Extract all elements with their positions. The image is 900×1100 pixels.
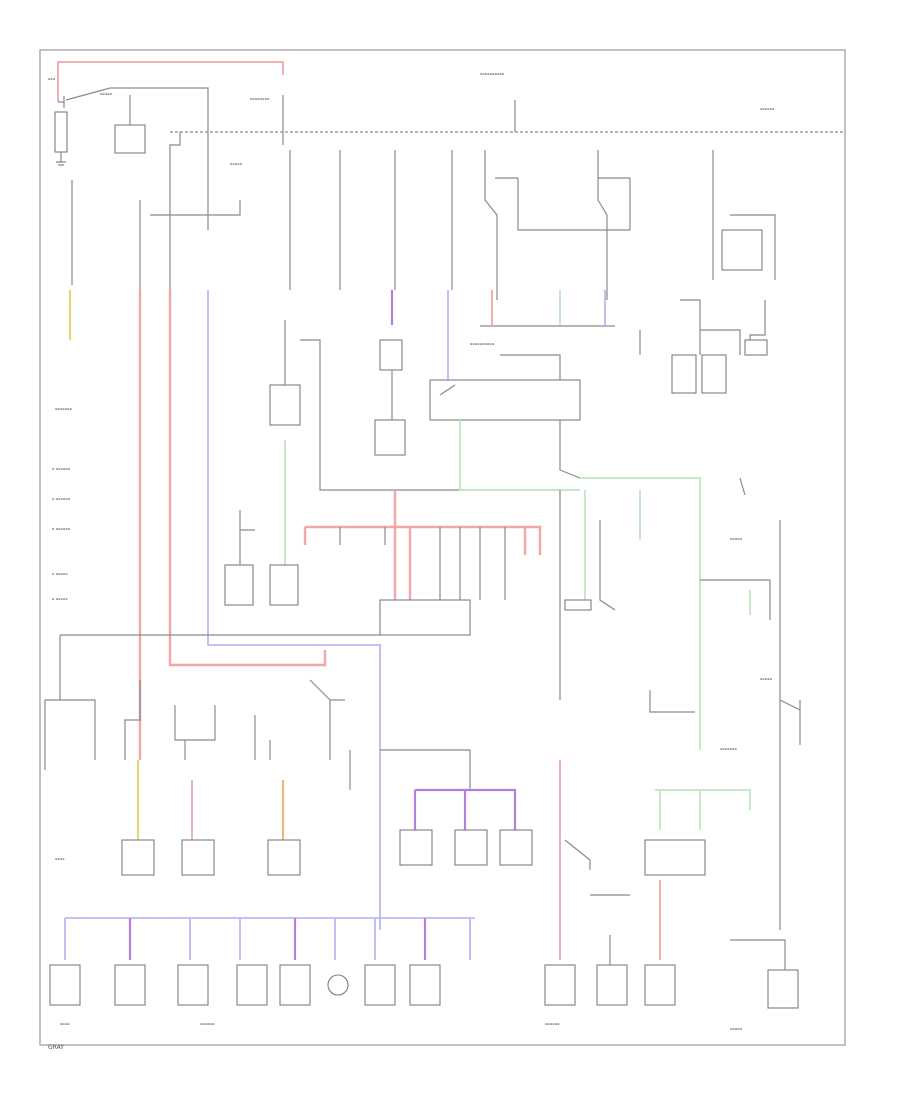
svg-text:▪ ▪▪▪▪▪▪: ▪ ▪▪▪▪▪▪ [52,467,71,471]
bottom-components-row [49,935,799,1009]
svg-text:▪ ▪▪▪▪▪▪: ▪ ▪▪▪▪▪▪ [52,497,71,501]
svg-text:▪▪▪▪▪▪: ▪▪▪▪▪▪ [545,1022,560,1026]
lower-fuse-bus [44,634,471,790]
fuse-feeds-row1 [289,100,776,300]
svg-text:▪ ▪▪▪▪▪: ▪ ▪▪▪▪▪ [52,572,68,576]
svg-text:▪▪▪▪▪: ▪▪▪▪▪ [730,537,743,541]
svg-text:▪▪▪: ▪▪▪ [48,77,56,81]
battery-feed-group [54,61,845,290]
svg-text:▪ ▪▪▪▪▪▪: ▪ ▪▪▪▪▪▪ [52,527,71,531]
junction-block-red [303,490,561,700]
svg-text:▪▪▪▪▪▪▪▪: ▪▪▪▪▪▪▪▪ [250,97,270,101]
corner-reference: GRAY [48,1044,64,1051]
bottom-blue-bus [64,917,475,960]
svg-text:▪▪▪▪▪: ▪▪▪▪▪ [230,162,243,166]
right-relay-cluster [639,229,768,394]
svg-text:▪▪▪▪▪▪: ▪▪▪▪▪▪ [200,1022,215,1026]
svg-text:▪▪▪▪▪: ▪▪▪▪▪ [730,1027,743,1031]
lower-components [121,829,706,896]
svg-text:▪ ▪▪▪▪▪: ▪ ▪▪▪▪▪ [52,597,68,601]
svg-text:▪▪▪▪▪▪▪: ▪▪▪▪▪▪▪ [55,407,73,411]
svg-text:▪▪▪▪▪: ▪▪▪▪▪ [100,92,113,96]
middle-components [224,320,746,750]
svg-text:▪▪▪▪▪▪▪▪▪▪: ▪▪▪▪▪▪▪▪▪▪ [480,72,505,76]
faint-labels: ▪▪▪ ▪▪▪▪▪ ▪▪▪▪▪▪▪▪ ▪▪▪▪▪▪▪▪▪▪ ▪▪▪▪▪▪ ▪▪▪… [48,72,775,1031]
svg-text:▪▪▪▪: ▪▪▪▪ [60,1022,70,1026]
diagram-frame [39,49,846,1046]
right-middle-components [649,520,801,930]
svg-text:▪▪▪▪: ▪▪▪▪ [55,857,65,861]
svg-text:▪▪▪▪▪▪▪▪▪▪: ▪▪▪▪▪▪▪▪▪▪ [470,342,495,346]
svg-text:▪▪▪▪▪▪▪: ▪▪▪▪▪▪▪ [720,747,738,751]
svg-text:▪▪▪▪▪▪: ▪▪▪▪▪▪ [760,107,775,111]
lower-colored-wires [136,760,751,960]
svg-text:▪▪▪▪▪: ▪▪▪▪▪ [760,677,773,681]
